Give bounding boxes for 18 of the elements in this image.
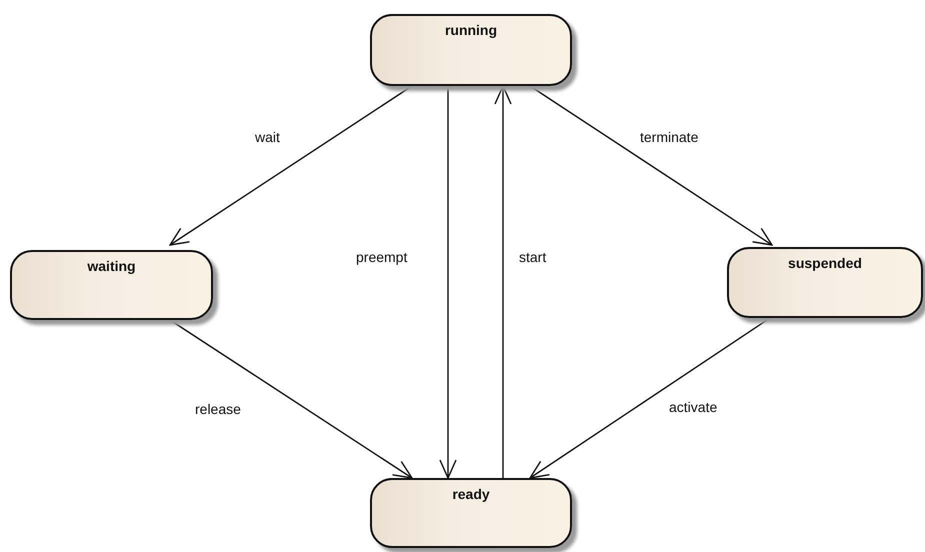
arrow <box>494 85 512 478</box>
arrow <box>530 85 773 246</box>
state-name: ready <box>452 486 490 502</box>
arrow <box>439 86 457 479</box>
edge-label: release <box>193 401 243 417</box>
state-box <box>370 14 572 86</box>
arrow <box>170 319 413 479</box>
arrow <box>529 317 770 479</box>
state-name: waiting <box>87 258 136 274</box>
edge-label: activate <box>667 399 720 415</box>
edge-label: wait <box>253 129 282 145</box>
arrow <box>169 85 412 246</box>
state-box <box>727 247 923 318</box>
state-name: suspended <box>788 255 862 271</box>
state-box <box>10 250 213 320</box>
state-name: running <box>444 22 498 38</box>
edge-label: terminate <box>638 129 700 145</box>
state-box <box>370 478 572 548</box>
